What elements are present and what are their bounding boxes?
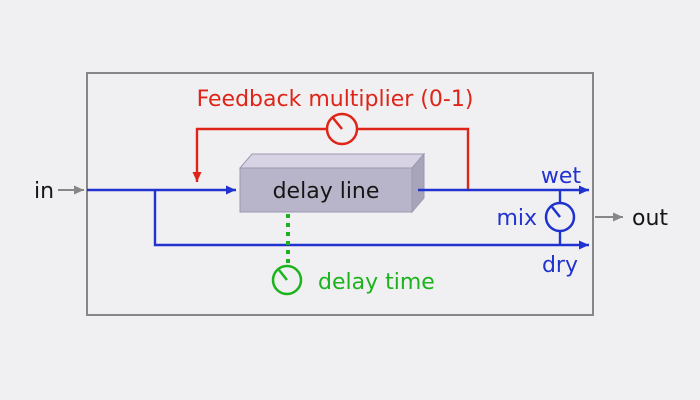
diagram-frame (86, 72, 594, 316)
feedback-label: Feedback multiplier (0-1) (197, 87, 474, 112)
output-label: out (632, 206, 668, 231)
feedback-knob-icon (325, 112, 359, 146)
dry-label: dry (542, 253, 578, 278)
delay-time-knob-icon (271, 264, 303, 296)
delay-box-front-face (239, 167, 413, 213)
mix-label: mix (496, 206, 537, 231)
delay-time-label: delay time (318, 270, 435, 295)
wet-label: wet (541, 164, 582, 189)
mix-knob-icon (544, 201, 576, 233)
delay-box-label: delay line (273, 179, 380, 204)
delay-box (238, 152, 426, 214)
delay-box-top-face (238, 153, 426, 169)
signal-line-dry (153, 189, 589, 250)
input-label: in (34, 179, 54, 204)
